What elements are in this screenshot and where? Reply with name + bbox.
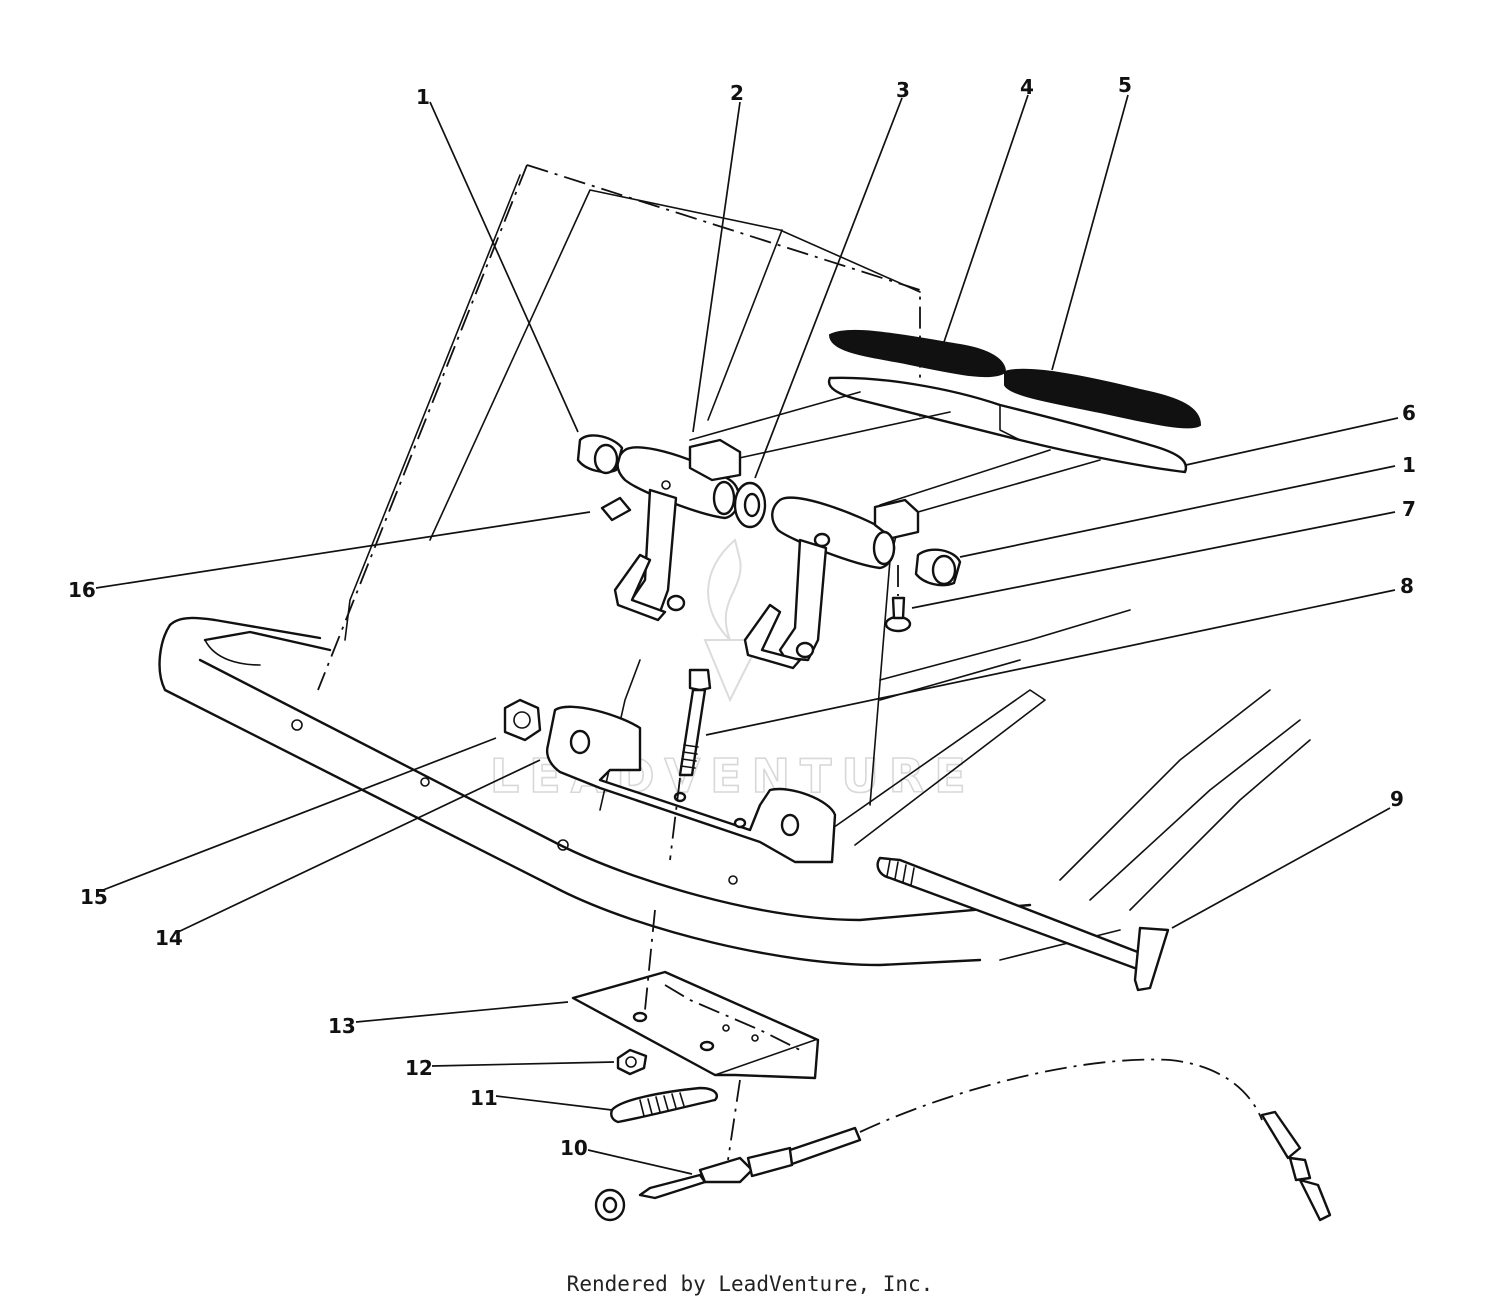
grease-fitting [600, 496, 632, 522]
seat-panel-outline [317, 164, 921, 811]
render-credit: Rendered by LeadVenture, Inc. [566, 1272, 934, 1296]
pedal-rod [876, 856, 1170, 992]
mounting-plate [571, 909, 820, 1080]
foot-pad-right [1004, 368, 1202, 429]
control-cable [594, 1058, 1332, 1222]
callout-2: 2 [730, 81, 744, 105]
bushing-right [914, 548, 962, 587]
pedal-arm-right [743, 496, 920, 670]
callout-5: 5 [1118, 73, 1132, 97]
callout-12: 12 [405, 1056, 433, 1080]
pedal-plates [689, 376, 1188, 521]
pedal-bracket [546, 705, 837, 864]
spring-11 [610, 1086, 719, 1124]
callout-16: 16 [68, 578, 96, 602]
screw-7 [884, 565, 912, 633]
bushing-left [576, 434, 624, 475]
callout-10: 10 [560, 1136, 588, 1160]
nut-12 [616, 1048, 648, 1076]
callout-8: 8 [1400, 574, 1414, 598]
callout-7: 7 [1402, 497, 1416, 521]
callout-15: 15 [80, 885, 108, 909]
callout-14: 14 [155, 926, 183, 950]
callout-13: 13 [328, 1014, 356, 1038]
washer-3 [733, 481, 767, 529]
callout-4: 4 [1020, 75, 1034, 99]
callout-1-right: 1 [1402, 453, 1416, 477]
bolt-8 [669, 668, 712, 861]
callout-9: 9 [1390, 787, 1404, 811]
callout-11: 11 [470, 1086, 498, 1110]
callout-3: 3 [896, 78, 910, 102]
leader-lines [95, 94, 1399, 1175]
callout-labels: 1 2 3 4 5 6 1 7 8 16 9 15 14 13 12 11 10 [68, 73, 1416, 1160]
locknut-15 [503, 698, 542, 742]
foot-pad-left [828, 329, 1007, 378]
callout-6: 6 [1402, 401, 1416, 425]
pedal-arm-left [613, 438, 742, 622]
callout-1: 1 [416, 85, 430, 109]
